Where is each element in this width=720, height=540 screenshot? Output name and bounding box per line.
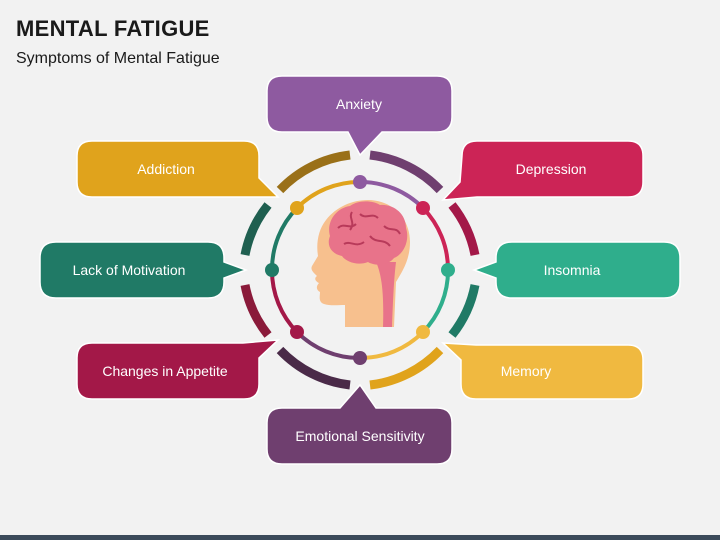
label-memory: Memory xyxy=(501,363,552,379)
outer-ring-segment-maroon xyxy=(240,284,272,338)
page-subtitle: Symptoms of Mental Fatigue xyxy=(16,50,220,67)
inner-ring-arc-5 xyxy=(295,330,361,361)
outer-ring-segment-crimson xyxy=(448,202,480,256)
head-with-brain-icon xyxy=(311,200,410,327)
ring-node-memory xyxy=(416,325,430,339)
outer-ring-segment-purple xyxy=(369,150,444,194)
bubble-emotional-sensitivity: Emotional Sensitivity xyxy=(266,383,453,465)
inner-ring-arc-6 xyxy=(269,269,299,334)
label-addiction: Addiction xyxy=(137,161,195,177)
label-depression: Depression xyxy=(516,161,587,177)
page-title: MENTAL FATIGUE xyxy=(16,16,210,41)
inner-ring-arc-7 xyxy=(269,206,299,271)
inner-ring xyxy=(265,175,455,365)
footer-bar xyxy=(0,535,720,540)
brain-icon xyxy=(328,201,408,265)
inner-ring-arc-3 xyxy=(421,269,451,334)
ring-node-depression xyxy=(416,201,430,215)
outer-ring-segment-plum xyxy=(276,346,351,390)
label-changes-in-appetite: Changes in Appetite xyxy=(102,363,228,379)
outer-ring-segment-olive xyxy=(276,150,351,194)
bubble-insomnia: Insomnia xyxy=(471,241,681,299)
label-emotional-sensitivity: Emotional Sensitivity xyxy=(295,428,424,444)
ring-node-addiction xyxy=(290,201,304,215)
ring-node-anxiety xyxy=(353,175,367,189)
ring-node-motivation xyxy=(265,263,279,277)
outer-ring xyxy=(240,150,480,390)
label-lack-of-motivation: Lack of Motivation xyxy=(73,262,186,278)
bubble-anxiety: Anxiety xyxy=(266,75,453,157)
outer-ring-segment-gold xyxy=(369,346,444,390)
inner-ring-arc-2 xyxy=(421,206,451,271)
ring-node-insomnia xyxy=(441,263,455,277)
outer-ring-segment-teal xyxy=(448,284,480,338)
bubble-depression: Depression xyxy=(441,140,644,201)
bubble-lack-of-motivation: Lack of Motivation xyxy=(39,241,249,299)
label-insomnia: Insomnia xyxy=(544,262,601,278)
ring-node-appetite xyxy=(290,325,304,339)
ring-node-emotional xyxy=(353,351,367,365)
bubble-memory: Memory xyxy=(440,342,644,400)
label-anxiety: Anxiety xyxy=(336,96,382,112)
inner-ring-arc-4 xyxy=(359,330,425,361)
brain-stem xyxy=(376,262,396,327)
bubble-changes-in-appetite: Changes in Appetite xyxy=(76,339,281,400)
bubble-addiction: Addiction xyxy=(76,140,280,198)
outer-ring-segment-green xyxy=(240,202,272,256)
